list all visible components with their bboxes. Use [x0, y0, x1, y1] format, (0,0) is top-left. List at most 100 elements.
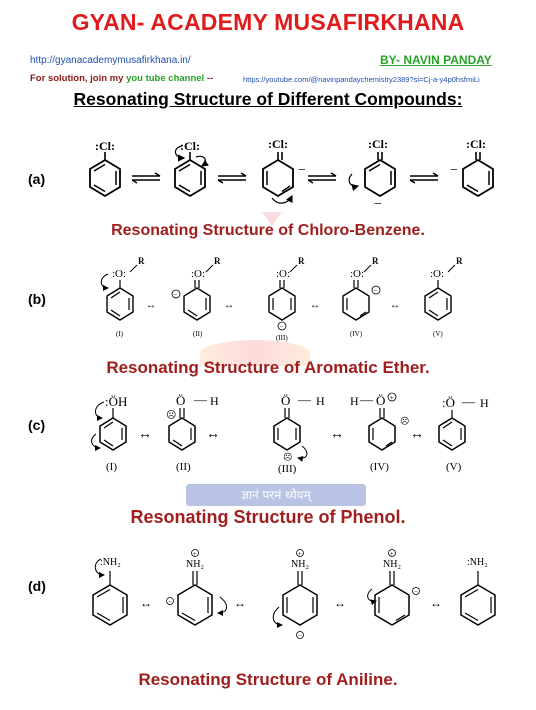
chlorobenzene-resonance-diagram: :Cl: :Cl: :Cl: − :Cl: − — [89, 137, 494, 212]
chlorobenzene-structure-3: :Cl: − — [262, 137, 306, 204]
r-group-text: R — [372, 256, 379, 266]
svg-text:Ö: Ö — [176, 393, 185, 408]
ether-structure-5: :O: R (V) — [424, 256, 463, 338]
structure-label: (IV) — [350, 330, 363, 338]
svg-text:—: — — [461, 394, 476, 409]
section-a-label: (a) — [28, 171, 46, 187]
ether-structure-4: :O: R − (IV) — [342, 256, 381, 338]
chlorobenzene-structure-1: :Cl: — [89, 139, 121, 198]
watermark-logo — [262, 212, 282, 226]
r-group-text: R — [138, 256, 145, 266]
phenol-resonance-diagram: :ÖH (I) ↔ Ö — H ☹ (II) ↔ Ö — H ☹ (III) ↔ — [91, 392, 489, 475]
svg-text:−: − — [280, 323, 284, 331]
section-d-label: (d) — [28, 578, 46, 594]
watermark-flame — [200, 340, 310, 366]
substituent-text: :NH₂ — [467, 557, 488, 568]
svg-text:+: + — [390, 550, 394, 558]
structure-label: (III) — [278, 463, 297, 475]
svg-text:↔: ↔ — [410, 427, 424, 442]
website-link[interactable]: http://gyanacademymusafirkhana.in/ — [30, 55, 191, 66]
svg-text:+: + — [298, 550, 302, 558]
svg-text:Ö: Ö — [376, 393, 385, 408]
phenol-structure-5: :Ö — H (V) — [438, 394, 489, 473]
join-channel: you tube channel — [126, 73, 205, 84]
join-prefix: For solution, join my — [30, 73, 127, 84]
svg-text:—: — — [297, 392, 312, 407]
substituent-text: :O: — [276, 268, 290, 280]
aniline-structure-1: :NH₂ — [92, 557, 128, 626]
aniline-resonance-diagram: :NH₂ ↔ + NH₂ − ↔ + NH₂ − ↔ — [92, 549, 496, 640]
svg-text:↔: ↔ — [146, 300, 156, 311]
equilibrium-arrow — [307, 172, 337, 184]
chlorobenzene-structure-5: :Cl: − — [450, 137, 494, 198]
structure-label: (I) — [116, 330, 124, 338]
section-d-caption: Resonating Structure of Aniline. — [138, 670, 398, 689]
h-group-text: H — [480, 396, 489, 410]
equilibrium-arrow — [131, 172, 161, 184]
ether-structure-2: :O: R − (II) — [171, 256, 221, 338]
section-b-label: (b) — [28, 291, 46, 307]
svg-text:NH₂: NH₂ — [186, 559, 204, 570]
ether-structure-1: :O: R (I) — [100, 256, 145, 338]
phenol-structure-2: Ö — H ☹ (II) — [166, 392, 219, 473]
structure-label: (V) — [433, 330, 443, 338]
substituent-text: :Cl: — [368, 137, 388, 151]
aniline-structure-4: + NH₂ − — [367, 549, 420, 626]
substituent-text: :Cl: — [95, 139, 115, 153]
svg-text:−: − — [414, 588, 418, 596]
substituent-text: :Cl: — [180, 139, 200, 153]
phenol-structure-3: Ö — H ☹ (III) — [273, 392, 325, 475]
svg-text:−: − — [298, 632, 302, 640]
substituent-text: :O: — [112, 268, 126, 280]
r-group-text: R — [214, 256, 221, 266]
aniline-structure-3: + NH₂ − — [272, 549, 318, 640]
join-line: For solution, join my you tube channel -… — [30, 73, 213, 84]
r-group-text: R — [298, 256, 305, 266]
r-group-text: R — [456, 256, 463, 266]
substituent-text: :O: — [191, 268, 205, 280]
phenol-structure-4: H — Ö + ☹ (IV) — [350, 392, 409, 473]
page-heading: Resonating Structure of Different Compou… — [73, 89, 463, 109]
aniline-structure-2: + NH₂ − — [166, 549, 227, 626]
svg-text:NH₂: NH₂ — [383, 559, 401, 570]
h-group-text: H — [350, 394, 359, 408]
structure-label: (II) — [176, 461, 191, 473]
substituent-text: :O: — [350, 268, 364, 280]
svg-text:↔: ↔ — [430, 596, 442, 610]
svg-text:☹: ☹ — [166, 409, 176, 421]
section-c-label: (c) — [28, 417, 46, 433]
equilibrium-arrow — [217, 172, 247, 184]
watermark-banner: ज्ञानं परमं ध्येयम् — [186, 484, 366, 506]
svg-text:−: − — [298, 163, 306, 178]
svg-text:↔: ↔ — [310, 300, 320, 311]
aniline-structure-5: :NH₂ — [460, 557, 496, 626]
chlorobenzene-structure-2: :Cl: — [174, 139, 209, 198]
svg-text:☹: ☹ — [400, 416, 409, 426]
svg-text:Ö: Ö — [281, 393, 290, 408]
svg-text:−: − — [450, 163, 458, 178]
substituent-text: :NH₂ — [100, 557, 121, 568]
svg-text:↔: ↔ — [206, 427, 220, 442]
document-title: GYAN- ACADEMY MUSAFIRKHANA — [71, 9, 465, 35]
author-byline: BY- NAVIN PANDAY — [380, 53, 492, 67]
structure-label: (II) — [193, 330, 203, 338]
youtube-link[interactable]: https://youtube.com/@navinpandaychemistr… — [243, 75, 480, 84]
svg-text:—: — — [193, 392, 208, 407]
aromatic-ether-resonance-diagram: :O: R (I) ↔ :O: R − (II) ↔ — [100, 256, 463, 342]
svg-text:−: − — [174, 291, 178, 299]
chlorobenzene-structure-4: :Cl: − — [348, 137, 396, 212]
structure-label: (III) — [276, 334, 288, 342]
structure-label: (IV) — [370, 461, 389, 473]
svg-text:↔: ↔ — [330, 427, 344, 442]
svg-text:−: − — [168, 598, 172, 606]
substituent-text: :Cl: — [268, 137, 288, 151]
svg-text:↔: ↔ — [138, 427, 152, 442]
svg-text:+: + — [390, 394, 394, 402]
svg-text:↔: ↔ — [390, 300, 400, 311]
svg-text:−: − — [374, 287, 378, 295]
h-group-text: H — [210, 394, 219, 408]
join-suffix: -- — [204, 73, 214, 84]
section-a-caption: Resonating Structure of Chloro-Benzene. — [111, 222, 425, 239]
substituent-text: :Cl: — [466, 137, 486, 151]
svg-text:↔: ↔ — [234, 596, 246, 610]
